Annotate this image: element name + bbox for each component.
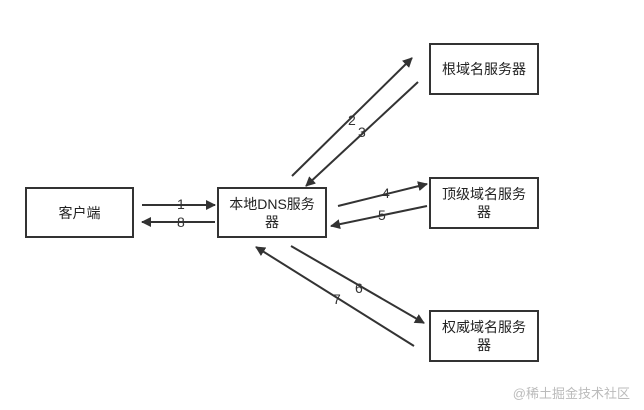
arrow-step-5 <box>330 205 428 230</box>
arrow-step-6 <box>290 245 425 324</box>
step-label-6: 6 <box>355 280 363 296</box>
arrow-step-7 <box>255 246 415 347</box>
arrow-step-4 <box>337 181 428 207</box>
step-label-5: 5 <box>378 207 386 223</box>
root-dns-node: 根域名服务器 <box>429 43 539 95</box>
step-label-1: 1 <box>177 196 185 212</box>
step-label-2: 2 <box>348 112 356 128</box>
local-dns-node: 本地DNS服务器 <box>217 187 327 238</box>
step-label-7: 7 <box>333 291 341 307</box>
authoritative-dns-node: 权威域名服务器 <box>429 310 539 362</box>
step-label-3: 3 <box>358 124 366 140</box>
tld-dns-node: 顶级域名服务器 <box>429 177 539 229</box>
step-label-4: 4 <box>382 185 390 201</box>
watermark-text: @稀土掘金技术社区 <box>512 386 630 401</box>
arrow-step-3 <box>305 81 419 187</box>
client-node: 客户端 <box>25 187 134 238</box>
arrow-step-2 <box>291 57 413 177</box>
step-label-8: 8 <box>177 214 185 230</box>
